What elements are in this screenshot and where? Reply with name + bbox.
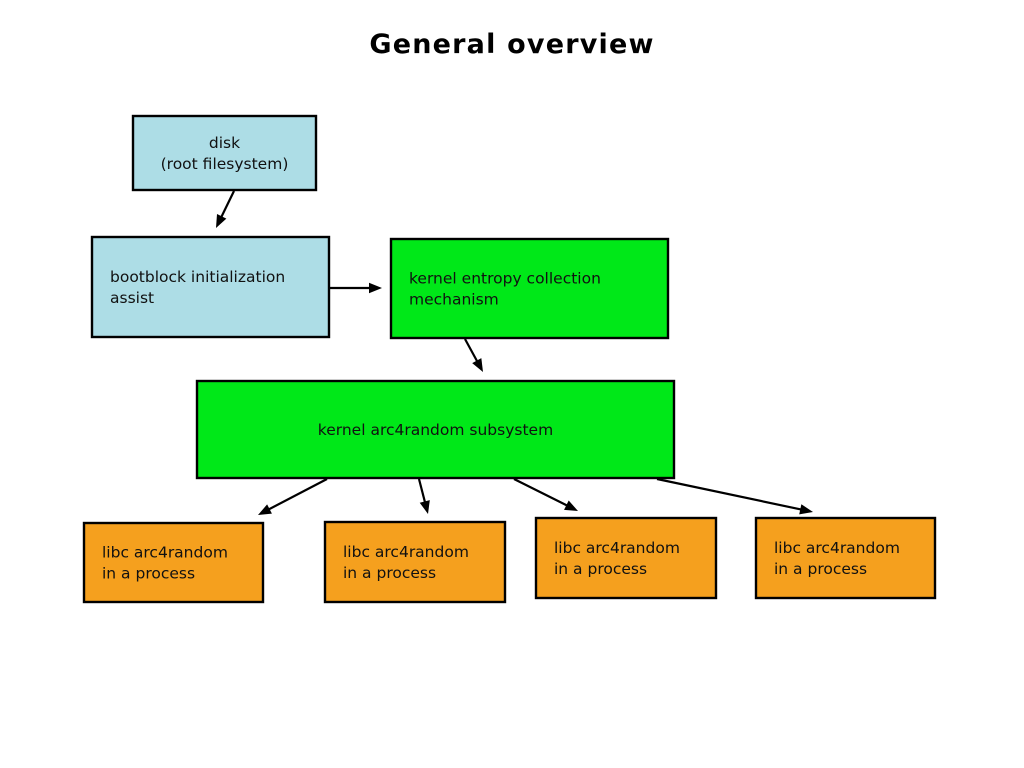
node-label-disk-line1: disk	[209, 134, 240, 152]
node-label-bootblock-line2: assist	[110, 289, 154, 307]
edge-subsystem-to-libc2	[417, 478, 430, 514]
edge-line-disk-to-bootblock	[219, 190, 235, 220]
node-entropy[interactable]: kernel entropy collection mechanism	[389, 237, 670, 340]
node-label-libc4-line2: in a process	[774, 560, 867, 578]
edge-line-subsystem-to-libc1	[266, 478, 328, 512]
page-title: General overview	[369, 29, 654, 60]
edge-disk-to-bootblock	[216, 190, 235, 228]
edge-line-subsystem-to-libc4	[656, 477, 804, 512]
node-label-libc1-line2: in a process	[102, 565, 195, 583]
node-label-libc2-line2: in a process	[343, 564, 436, 582]
node-label-libc2-line1: libc arc4random	[343, 543, 469, 561]
edge-arrowhead-subsystem-to-libc2	[419, 500, 430, 514]
node-disk[interactable]: disk (root filesystem)	[131, 114, 318, 192]
node-label-libc4-line1: libc arc4random	[774, 539, 900, 557]
edge-arrowhead-subsystem-to-libc3	[564, 500, 578, 511]
node-box-bootblock[interactable]	[90, 235, 331, 339]
node-label-libc3-line2: in a process	[554, 560, 647, 578]
node-libc3[interactable]: libc arc4random in a process	[534, 516, 718, 600]
edge-subsystem-to-libc3	[513, 478, 578, 511]
nodes-layer: disk (root filesystem) bootblock initializ…	[82, 114, 937, 604]
edge-arrowhead-disk-to-bootblock	[216, 214, 227, 228]
node-box-libc2[interactable]	[323, 520, 507, 604]
node-libc4[interactable]: libc arc4random in a process	[754, 516, 937, 600]
edge-entropy-to-subsystem	[464, 338, 483, 372]
edge-arrowhead-bootblock-to-entropy	[369, 282, 382, 294]
edges-layer	[216, 190, 813, 515]
edge-subsystem-to-libc1	[258, 478, 328, 515]
edge-arrowhead-subsystem-to-libc4	[799, 504, 813, 515]
edge-arrowhead-subsystem-to-libc1	[258, 504, 272, 515]
node-label-disk-line2: (root filesystem)	[161, 155, 289, 173]
node-label-libc3-line1: libc arc4random	[554, 539, 680, 557]
node-box-disk[interactable]	[131, 114, 318, 192]
node-label-entropy-line1: kernel entropy collection	[409, 270, 601, 288]
node-box-subsystem[interactable]	[195, 379, 676, 480]
node-label-subsystem-line1: kernel arc4random subsystem	[318, 421, 553, 439]
node-label-libc1-line1: libc arc4random	[102, 544, 228, 562]
node-label-entropy-line2: mechanism	[409, 291, 499, 309]
node-libc2[interactable]: libc arc4random in a process	[323, 520, 507, 604]
edge-subsystem-to-libc4	[656, 477, 813, 515]
node-box-libc1[interactable]	[82, 521, 265, 604]
edge-arrowhead-entropy-to-subsystem	[472, 358, 483, 372]
node-box-entropy[interactable]	[389, 237, 670, 340]
node-libc1[interactable]: libc arc4random in a process	[82, 521, 265, 604]
node-box-libc4[interactable]	[754, 516, 937, 600]
edge-line-subsystem-to-libc3	[513, 478, 570, 508]
edge-line-entropy-to-subsystem	[464, 338, 480, 364]
node-subsystem[interactable]: kernel arc4random subsystem	[195, 379, 676, 480]
node-bootblock[interactable]: bootblock initialization assist	[90, 235, 331, 339]
node-label-bootblock-line1: bootblock initialization	[110, 268, 285, 286]
edge-bootblock-to-entropy	[330, 282, 382, 294]
node-box-libc3[interactable]	[534, 516, 718, 600]
edge-line-subsystem-to-libc2	[417, 478, 427, 505]
